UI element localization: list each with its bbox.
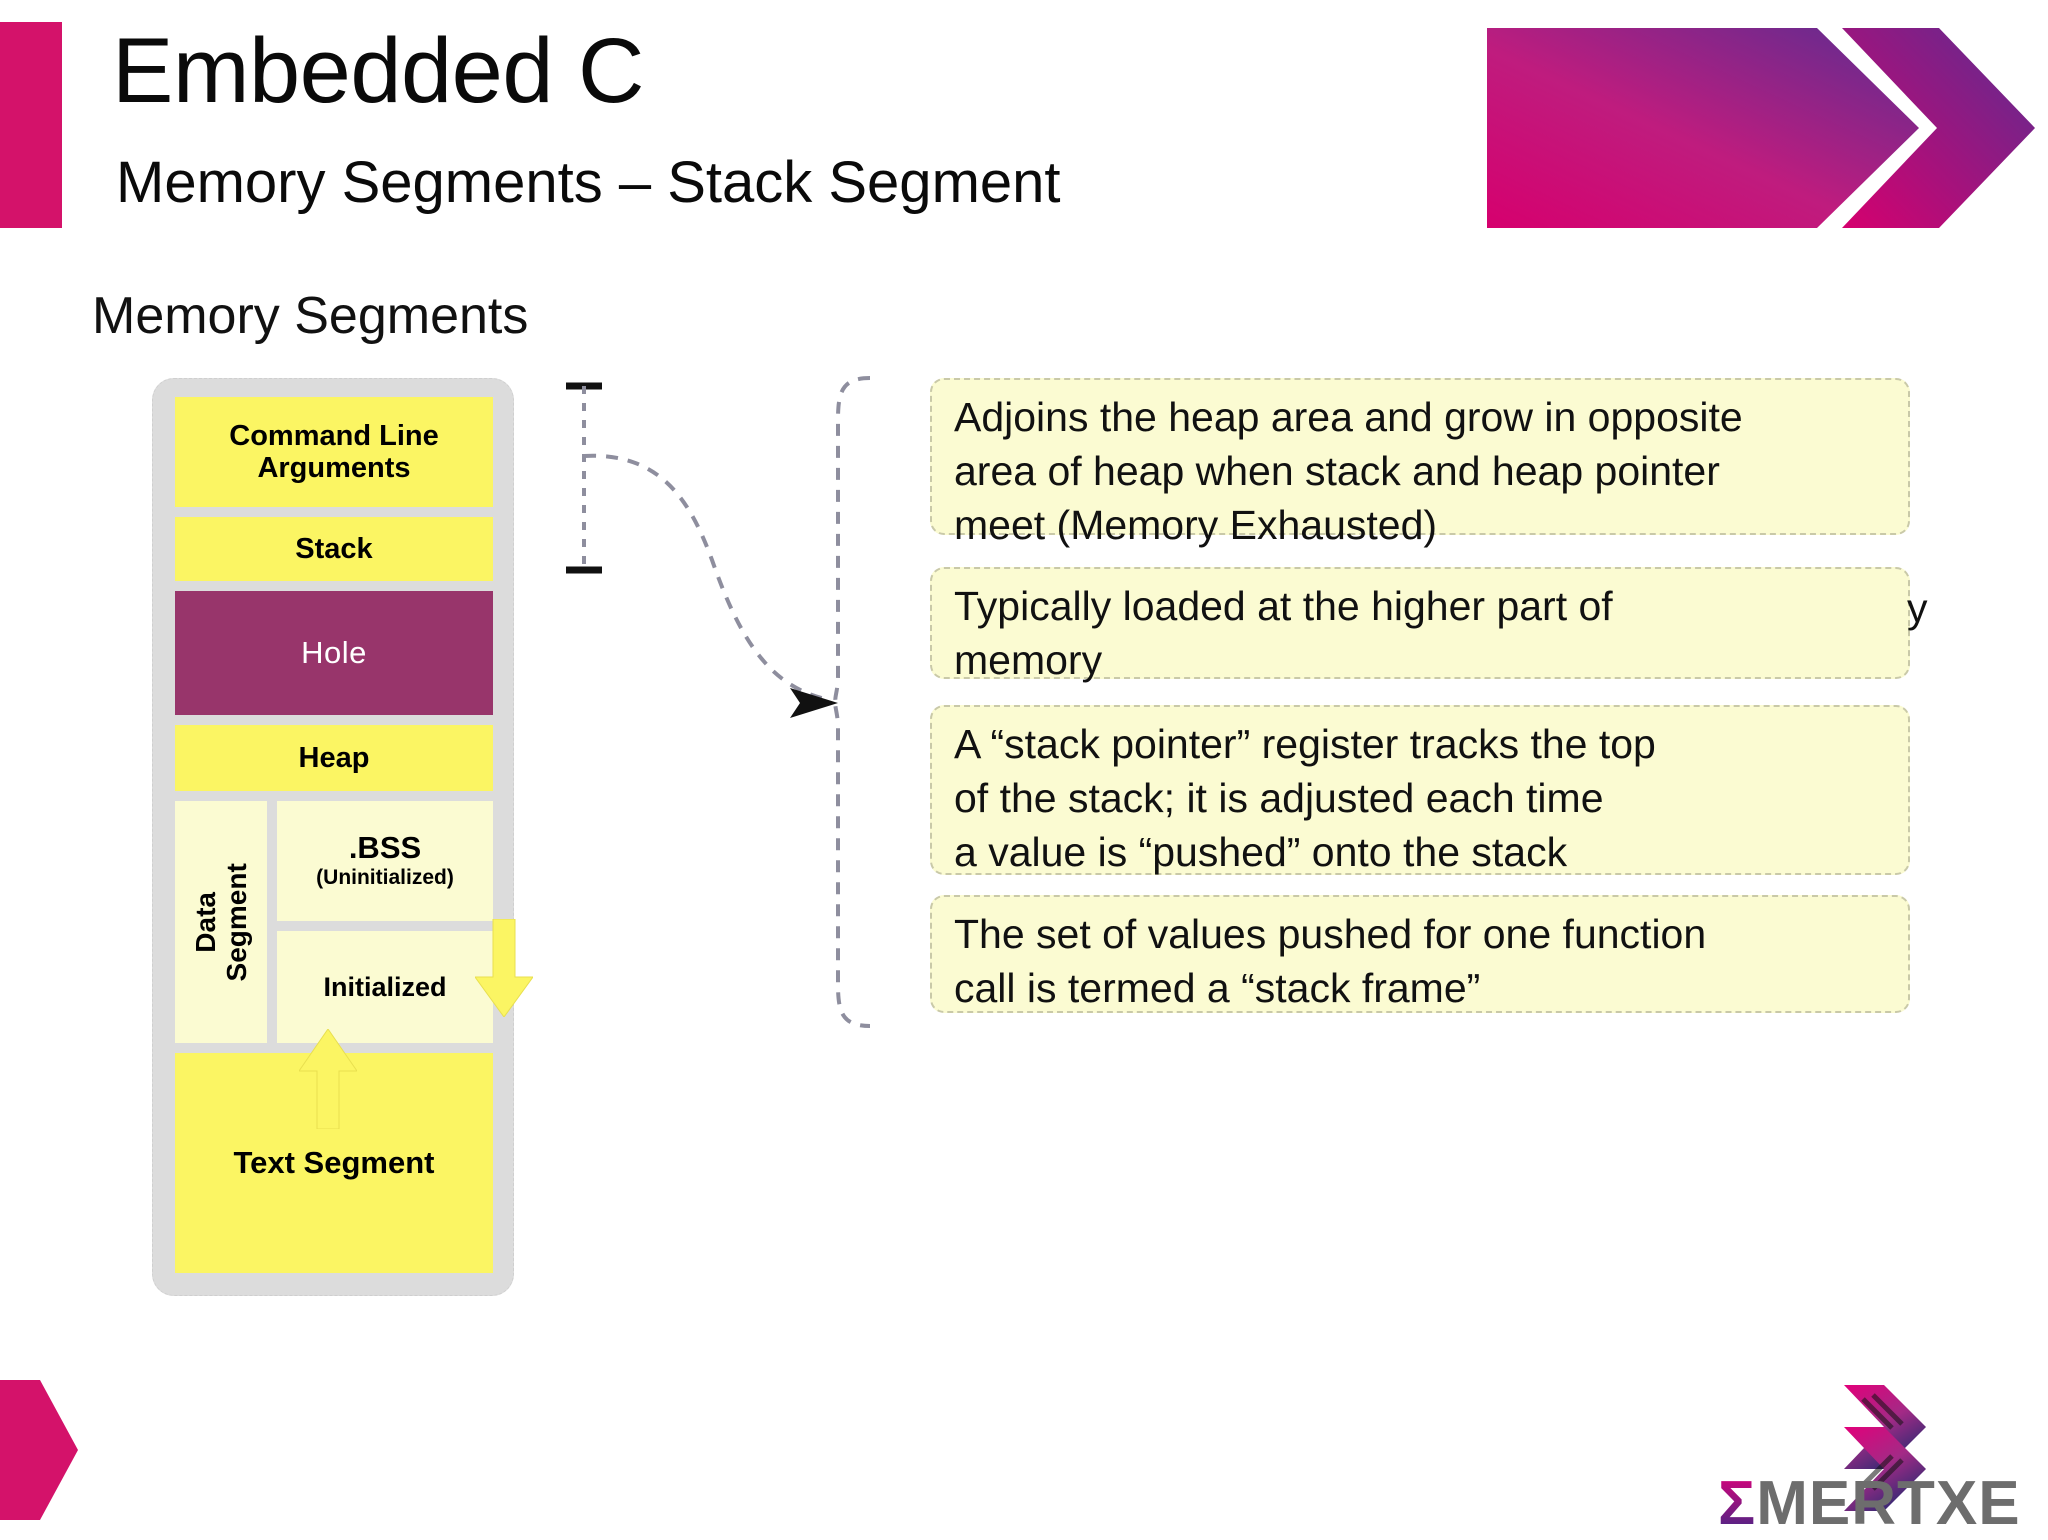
memory-block-data-segment-group: Data Segment ​.BSS (Uninitialized) Initi… xyxy=(175,801,493,1043)
memory-block-bss: ​.BSS (Uninitialized) xyxy=(277,801,493,921)
callout-box: The set of values pushed for one functio… xyxy=(930,895,1910,1013)
memory-block-data-segment-label: Data Segment xyxy=(175,801,267,1043)
memory-block-text-segment: Text Segment xyxy=(175,1053,493,1273)
callout-box: A “stack pointer” register tracks the to… xyxy=(930,705,1910,875)
stack-grows-down-arrow-icon xyxy=(474,918,534,1018)
page-subtitle: Memory Segments – Stack Segment xyxy=(116,150,1061,215)
bss-label: ​.BSS xyxy=(348,830,422,866)
stack-range-bracket xyxy=(566,382,602,574)
callout-group-brace xyxy=(833,376,871,1028)
callout-pointer-curve xyxy=(583,453,838,718)
callout-box: Typically loaded at the higher part of m… xyxy=(930,567,1910,683)
footer-pink-arrow-icon xyxy=(0,1380,78,1520)
logo-sigma-glyph: Σ xyxy=(1718,1469,1757,1538)
data-segment-label-text: Data Segment xyxy=(189,862,252,982)
header-accent-bar xyxy=(0,22,62,228)
page-section-heading: Memory Segments xyxy=(92,287,529,345)
emertxe-logo-mark-icon xyxy=(1716,1375,2032,1527)
page-title: Embedded C xyxy=(112,20,645,122)
memory-block-stack: Stack xyxy=(175,517,493,581)
emertxe-logo-wordmark: ΣMERTXE xyxy=(1718,1468,2021,1539)
callout-box: Adjoins the heap area and grow in opposi… xyxy=(930,378,1910,548)
header-chevron-arrow-icon xyxy=(1487,28,2035,228)
callout-overflow-glyph: y xyxy=(1907,585,1928,631)
bss-sublabel: (Uninitialized) xyxy=(316,866,454,890)
memory-block-command-line-arguments: Command Line Arguments xyxy=(175,397,493,507)
heap-grows-up-arrow-icon xyxy=(298,1028,358,1130)
memory-block-hole: Hole xyxy=(175,591,493,715)
memory-block-heap: Heap xyxy=(175,725,493,791)
memory-block-initialized: Initialized xyxy=(277,931,493,1043)
logo-wordmark-text: MERTXE xyxy=(1756,1469,2021,1538)
memory-segments-diagram: Command Line Arguments Stack Hole Heap D… xyxy=(152,378,534,1296)
